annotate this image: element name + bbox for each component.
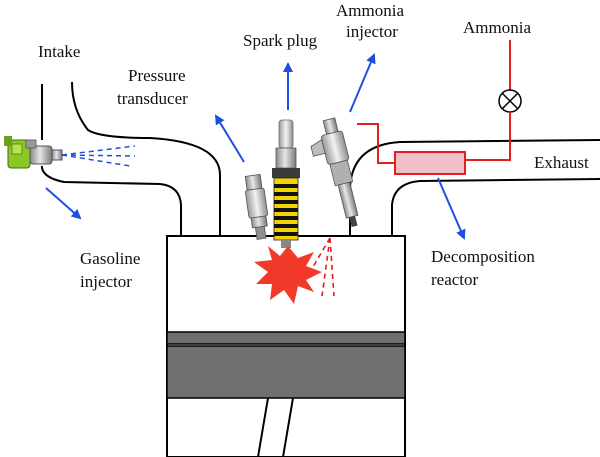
valve-icon xyxy=(498,89,522,113)
ammonia-label: Ammonia xyxy=(463,18,531,37)
gasoline-spray xyxy=(61,145,136,167)
reactor-to-injector-line xyxy=(357,123,395,164)
gasoline-injector xyxy=(4,136,63,169)
decomposition-reactor-label-line1: Decomposition xyxy=(431,247,535,266)
ammonia-injector-label-line1: Ammonia xyxy=(336,1,404,20)
gasoline-injector-label-line2: injector xyxy=(80,272,132,291)
pressure-transducer xyxy=(244,173,269,240)
intake-port-inner-wall xyxy=(71,81,221,236)
exhaust-port-lower-wall xyxy=(391,178,600,236)
decomposition-reactor-label-line2: reactor xyxy=(431,270,479,289)
connecting-rod xyxy=(257,397,294,457)
piston-ring xyxy=(166,331,406,345)
ammonia-spray xyxy=(309,237,335,297)
ammonia-injector xyxy=(310,117,359,228)
arrow-decomposition-reactor xyxy=(437,177,466,240)
spark-plug-label: Spark plug xyxy=(243,31,318,50)
exhaust-label: Exhaust xyxy=(534,153,589,172)
arrow-pressure-transducer xyxy=(214,114,245,163)
pressure-transducer-label-line1: Pressure xyxy=(128,66,186,85)
arrow-gasoline-injector xyxy=(45,187,82,220)
spark-plug xyxy=(272,119,300,248)
ammonia-line-to-reactor xyxy=(465,112,511,161)
combustion-flame-icon xyxy=(254,246,322,304)
decomposition-reactor xyxy=(394,151,466,175)
ammonia-injector-label-line2: injector xyxy=(346,22,398,41)
pressure-transducer-label-line2: transducer xyxy=(117,89,188,108)
piston xyxy=(166,345,406,399)
gasoline-injector-label-line1: Gasoline xyxy=(80,249,141,268)
intake-port-outer-wall xyxy=(41,166,182,236)
intake-label: Intake xyxy=(38,42,81,61)
arrow-ammonia-injector xyxy=(349,53,376,113)
